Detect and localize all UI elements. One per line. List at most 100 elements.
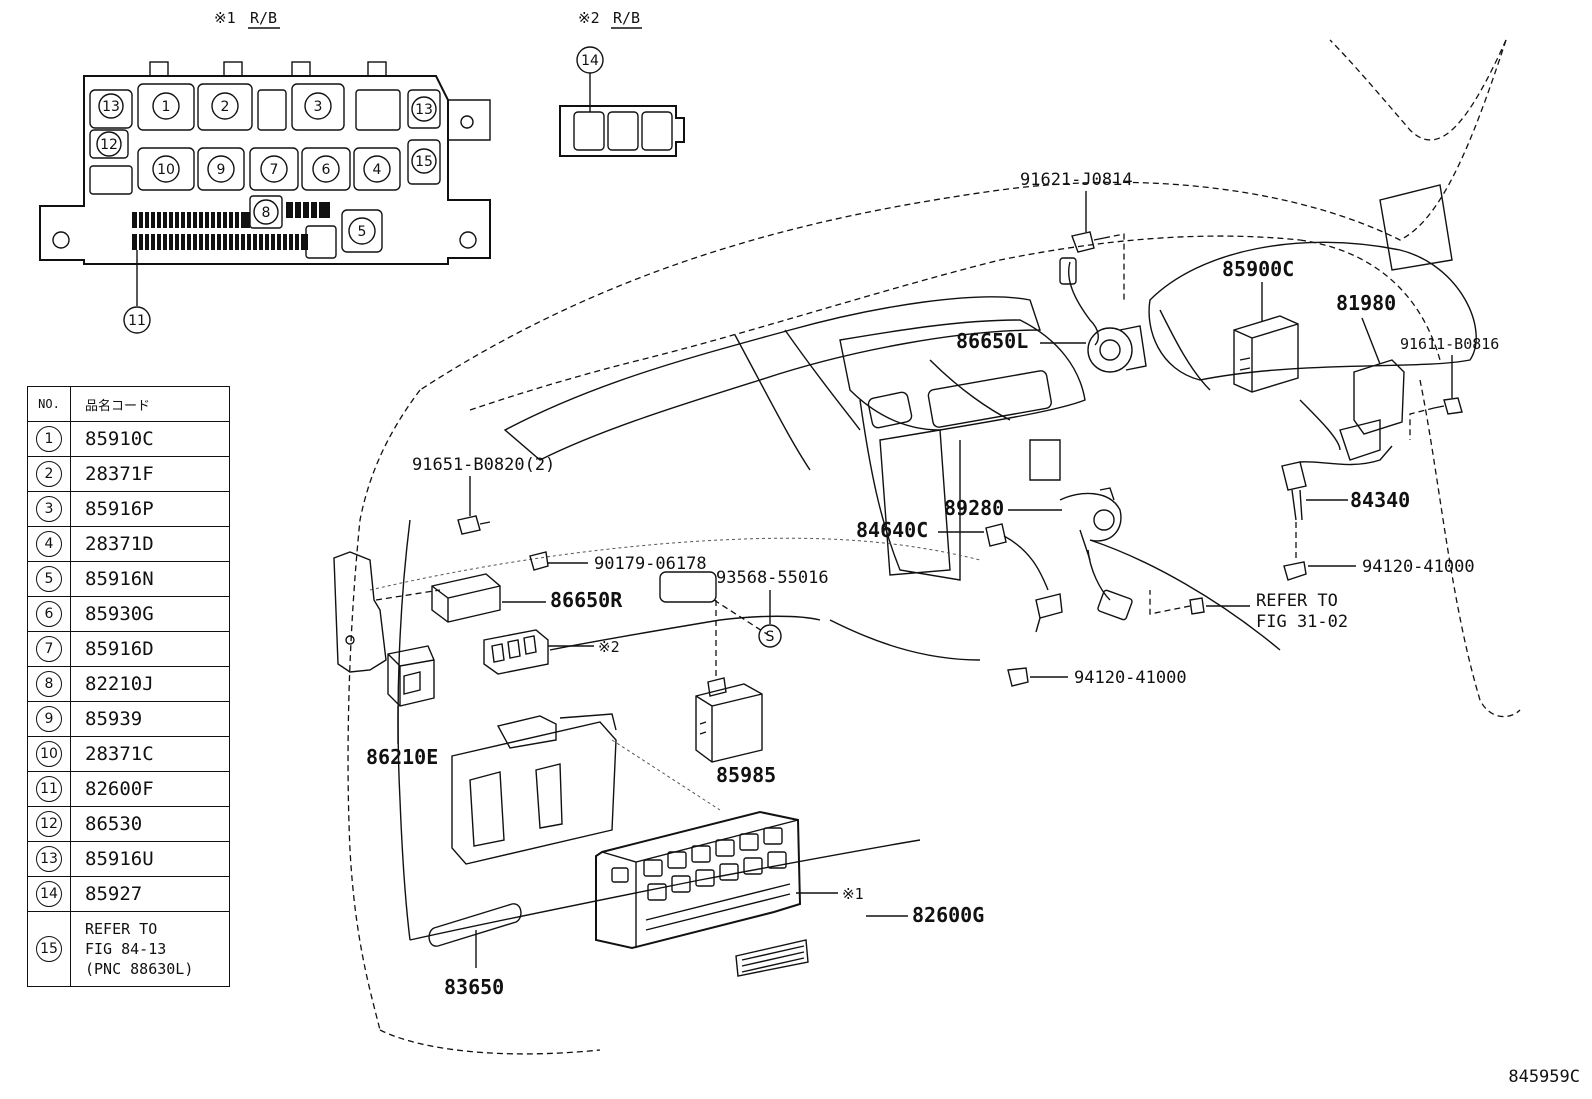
table-row: 4 28371D	[27, 526, 230, 562]
row-code: REFER TO FIG 84-13 (PNC 88630L)	[70, 911, 230, 987]
label-refer-to: REFER TO	[1256, 591, 1338, 611]
relay-box-2: ※2 R/B 14	[559, 9, 685, 157]
row-code: 85916N	[70, 561, 230, 597]
row-no: 3	[36, 496, 62, 522]
part-relay-block-2: ※2	[483, 629, 620, 675]
row-no: 1	[36, 426, 62, 452]
rb1-pos-13a: 13	[102, 99, 120, 115]
part-86210E: 86210E	[333, 551, 441, 769]
part-85900C: 85900C	[1222, 257, 1299, 393]
part-91611-B0816: 91611-B0816	[1400, 335, 1499, 440]
label-84340: 84340	[1350, 488, 1410, 512]
label-82600G: 82600G	[912, 903, 984, 927]
rb1-pos-15: 15	[415, 154, 433, 170]
row-code: 28371F	[70, 456, 230, 492]
rb1-pos-9: 9	[217, 162, 226, 178]
relay-box-1-caption: R/B	[250, 9, 277, 27]
relay-box-2-mark: ※2	[578, 9, 600, 27]
figure-code: 845959C	[1508, 1067, 1580, 1087]
header-no: NO.	[27, 386, 71, 422]
label-91621-J0814: 91621-J0814	[1020, 170, 1133, 190]
row-code: 85939	[70, 701, 230, 737]
relay-box-2-caption: R/B	[613, 9, 640, 27]
label-84640C: 84640C	[856, 518, 928, 542]
row-no: 15	[36, 936, 62, 962]
row-code: 85927	[70, 876, 230, 912]
header-code: 品名コード	[70, 386, 230, 422]
table-row: 6 85930G	[27, 596, 230, 632]
label-86650L: 86650L	[956, 329, 1028, 353]
table-row: 3 85916P	[27, 491, 230, 527]
refer-fig-31-02: REFER TO FIG 31-02	[1149, 590, 1348, 632]
row-no: 14	[36, 881, 62, 907]
relay-box-1-mark: ※1	[214, 9, 236, 27]
row-no: 12	[36, 811, 62, 837]
part-81980: 81980	[1299, 291, 1405, 461]
rb1-pos-4: 4	[373, 162, 382, 178]
rb1-pos-13b: 13	[415, 102, 433, 118]
row-no: 5	[36, 566, 62, 592]
rb1-pos-12: 12	[100, 137, 118, 153]
row-code: 28371C	[70, 736, 230, 772]
row-no: 2	[36, 461, 62, 487]
table-row: 14 85927	[27, 876, 230, 912]
table-row: 15 REFER TO FIG 84-13 (PNC 88630L)	[27, 911, 230, 987]
label-mark2: ※2	[598, 638, 620, 656]
label-85985: 85985	[716, 763, 776, 787]
row-no: 8	[36, 671, 62, 697]
part-86650L-horn: 86650L	[956, 257, 1147, 373]
row-code: 82600F	[70, 771, 230, 807]
label-86650R: 86650R	[550, 588, 623, 612]
table-row: 10 28371C	[27, 736, 230, 772]
part-84340: 84340	[1281, 445, 1410, 560]
label-89280: 89280	[944, 496, 1004, 520]
row-code: 85916D	[70, 631, 230, 667]
label-91651-B0820: 91651-B0820(2)	[412, 455, 555, 475]
part-89280: 89280	[944, 487, 1133, 621]
table-row: 12 86530	[27, 806, 230, 842]
label-93568-55016: 93568-55016	[716, 568, 829, 588]
row-code: 85930G	[70, 596, 230, 632]
rb1-pos-3: 3	[314, 99, 323, 115]
part-91651-B0820: 91651-B0820(2)	[412, 455, 555, 535]
part-93568-55016: 93568-55016 S	[659, 568, 829, 680]
rb1-pos-2: 2	[221, 99, 230, 115]
label-85900C: 85900C	[1222, 257, 1294, 281]
row-code: 82210J	[70, 666, 230, 702]
label-81980: 81980	[1336, 291, 1396, 315]
part-94120-41000-lower: 94120-41000	[1007, 667, 1187, 688]
row-no: 4	[36, 531, 62, 557]
rb1-pos-8: 8	[262, 205, 271, 221]
label-86210E: 86210E	[366, 745, 438, 769]
label-94120-41000-b: 94120-41000	[1074, 668, 1187, 688]
part-86650R: 86650R	[431, 573, 623, 623]
relay-box-1: ※1 R/B	[39, 9, 491, 334]
part-91621-J0814: 91621-J0814	[1020, 170, 1133, 300]
part-cover	[451, 713, 721, 865]
table-row: 5 85916N	[27, 561, 230, 597]
row-no: 10	[36, 741, 62, 767]
label-83650: 83650	[444, 975, 504, 999]
part-90179-06178: 90179-06178	[529, 551, 707, 574]
table-row: 2 28371F	[27, 456, 230, 492]
row-code: 28371D	[70, 526, 230, 562]
callout-11: 11	[128, 313, 146, 329]
rb1-pos-7: 7	[270, 162, 279, 178]
row-code: 85916P	[70, 491, 230, 527]
label-91611-B0816: 91611-B0816	[1400, 335, 1499, 353]
row-code: 86530	[70, 806, 230, 842]
row-no: 7	[36, 636, 62, 662]
part-junction-block: ※1 82600G	[595, 810, 984, 977]
label-mark1: ※1	[842, 885, 864, 903]
rb1-pos-1: 1	[162, 99, 171, 115]
s-mark: S	[766, 629, 775, 645]
row-no: 6	[36, 601, 62, 627]
dashboard-outline	[347, 39, 1521, 1055]
table-row: 7 85916D	[27, 631, 230, 667]
label-fig-31-02: FIG 31-02	[1256, 612, 1348, 632]
